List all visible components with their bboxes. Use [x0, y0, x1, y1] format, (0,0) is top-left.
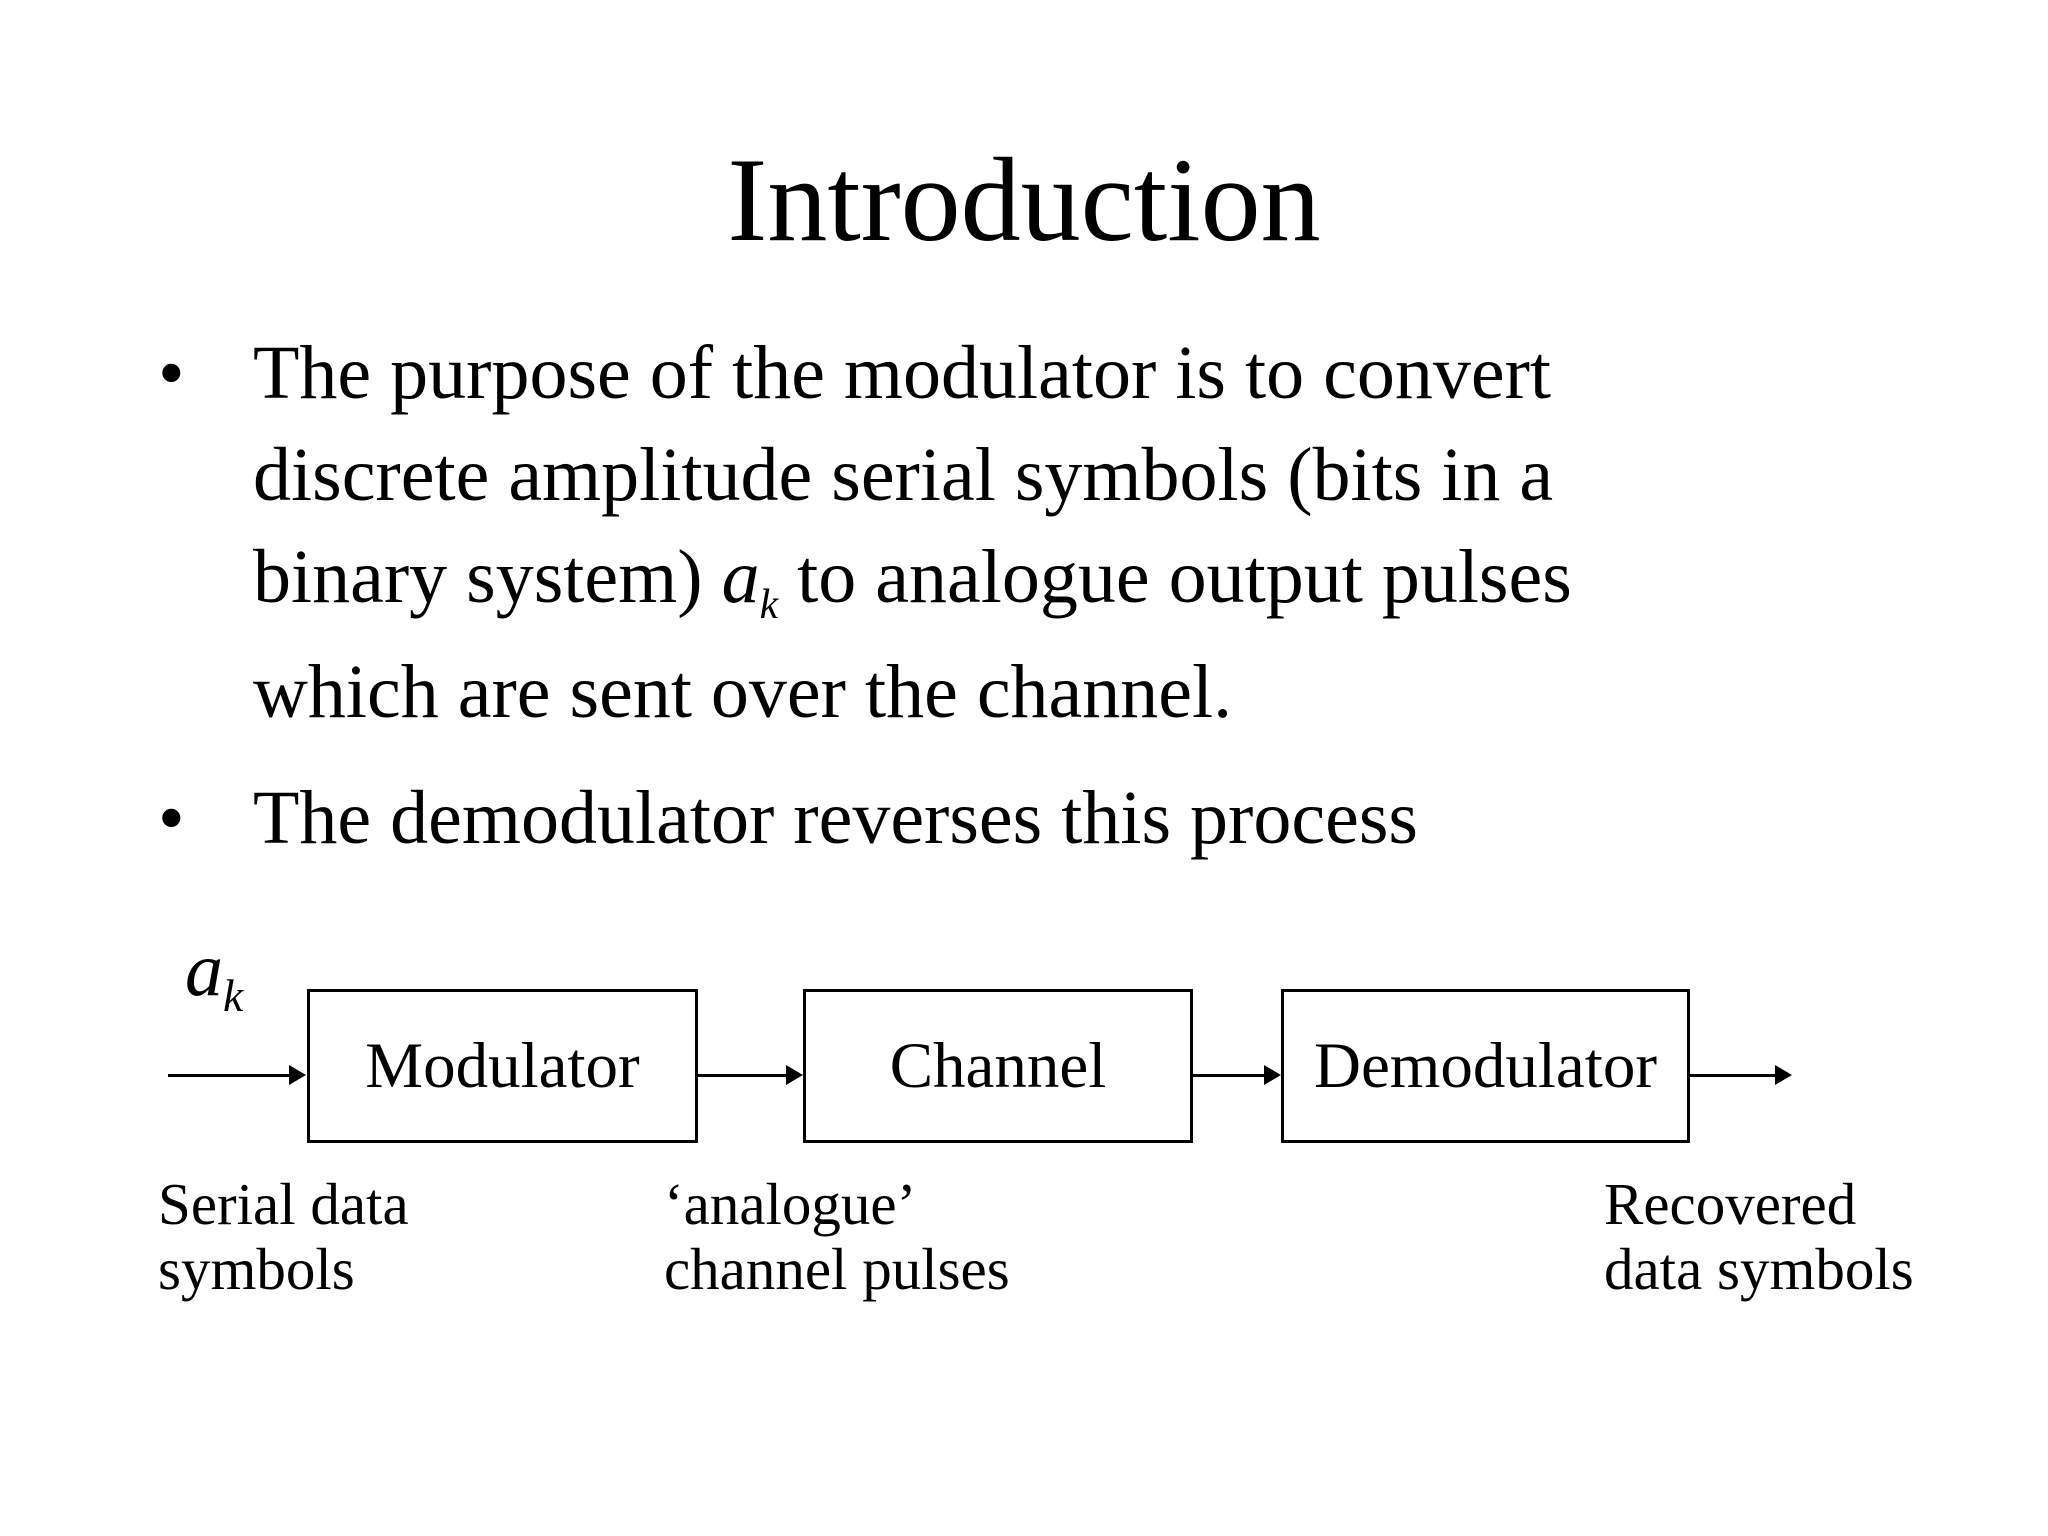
modulator-block-label: Modulator — [365, 1029, 640, 1102]
diagram-input-symbol-a: a — [185, 928, 223, 1012]
bullet-2-marker: • — [158, 776, 185, 860]
bullet-1-line-4: which are sent over the channel. — [253, 650, 1233, 734]
bullet-1-line-3-pre: binary system) — [253, 535, 722, 619]
output-arrow — [1690, 1065, 1792, 1085]
diagram-input-symbol-subscript-k: k — [223, 970, 244, 1022]
modulator-block: Modulator — [307, 989, 698, 1143]
channel-to-demodulator-arrow — [1193, 1065, 1281, 1085]
input-arrowhead-icon — [289, 1065, 306, 1085]
symbol-a: a — [721, 535, 760, 619]
caption-recovered-data-symbols-line-1: Recovered — [1604, 1171, 1857, 1237]
caption-recovered-data-symbols-line-2: data symbols — [1604, 1236, 1914, 1302]
bullet-2-text: The demodulator reverses this process — [253, 776, 1418, 860]
slide-title: Introduction — [727, 133, 1321, 266]
channel-block-label: Channel — [889, 1029, 1107, 1102]
symbol-a-subscript-k: k — [759, 582, 779, 629]
bullet-1-line-2: discrete amplitude serial symbols (bits … — [253, 433, 1554, 517]
modulator-to-channel-arrowhead-icon — [786, 1065, 803, 1085]
modulator-to-channel-arrow — [698, 1065, 803, 1085]
bullet-1-line-1: The purpose of the modulator is to conve… — [253, 331, 1552, 415]
output-arrowhead-icon — [1775, 1065, 1792, 1085]
demodulator-block: Demodulator — [1281, 989, 1690, 1143]
bullet-1-marker: • — [158, 331, 185, 415]
caption-serial-data-symbols: Serial data symbols — [158, 1172, 409, 1302]
caption-analogue-channel-pulses: ‘analogue’ channel pulses — [664, 1172, 1010, 1302]
diagram-input-symbol: ak — [185, 930, 243, 1036]
caption-analogue-channel-pulses-line-1: ‘analogue’ — [664, 1171, 917, 1237]
caption-analogue-channel-pulses-line-2: channel pulses — [664, 1236, 1010, 1302]
bullet-1-line-3: binary system) ak to analogue output pul… — [253, 524, 1572, 658]
input-arrow — [168, 1065, 306, 1085]
demodulator-block-label: Demodulator — [1314, 1029, 1657, 1102]
channel-block: Channel — [803, 989, 1193, 1143]
channel-to-demodulator-arrowhead-icon — [1264, 1065, 1281, 1085]
caption-serial-data-symbols-line-2: symbols — [158, 1236, 355, 1302]
bullet-1-line-3-post: to analogue output pulses — [778, 535, 1572, 619]
caption-recovered-data-symbols: Recovered data symbols — [1604, 1172, 1914, 1302]
caption-serial-data-symbols-line-1: Serial data — [158, 1171, 409, 1237]
